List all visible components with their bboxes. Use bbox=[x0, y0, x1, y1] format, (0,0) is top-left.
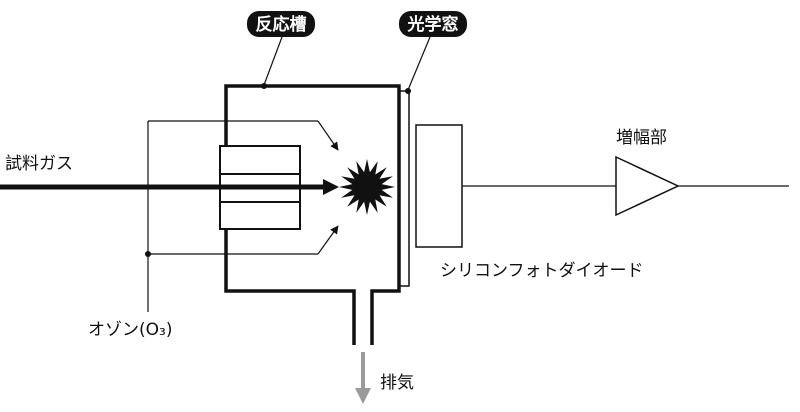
optical-window-leader-line bbox=[407, 36, 431, 91]
optical-window-tag-bg bbox=[399, 11, 467, 37]
ozone-label: オゾン(O₃) bbox=[88, 320, 172, 340]
sample-gas-label: 試料ガス bbox=[5, 154, 73, 174]
amplifier-triangle bbox=[615, 155, 680, 217]
reaction-cell-leader-line bbox=[263, 36, 283, 86]
reaction-cell-tag: 反応槽 bbox=[247, 11, 315, 37]
reaction-cell-outline bbox=[224, 84, 401, 345]
ozone-junction-dot bbox=[145, 251, 151, 257]
exhaust-label: 排気 bbox=[380, 373, 414, 393]
optical-window-label: 光学窓 bbox=[407, 14, 459, 35]
reaction-cell-tag-bg bbox=[247, 11, 315, 37]
photodiode-label: シリコンフォトダイオード bbox=[440, 261, 644, 281]
optical-window-tag: 光学窓 bbox=[399, 11, 467, 37]
luminescence-burst bbox=[339, 159, 395, 215]
ozone-lower-arrow bbox=[317, 225, 339, 255]
reaction-cell-label: 反応槽 bbox=[256, 14, 307, 35]
ozone-upper-arrow bbox=[317, 120, 339, 151]
amplifier-label: 増幅部 bbox=[616, 128, 667, 148]
silicon-photodiode bbox=[415, 124, 463, 248]
optical-window bbox=[399, 90, 410, 287]
sample-gas-arrowhead bbox=[323, 179, 339, 195]
exhaust-arrowhead bbox=[355, 388, 371, 404]
